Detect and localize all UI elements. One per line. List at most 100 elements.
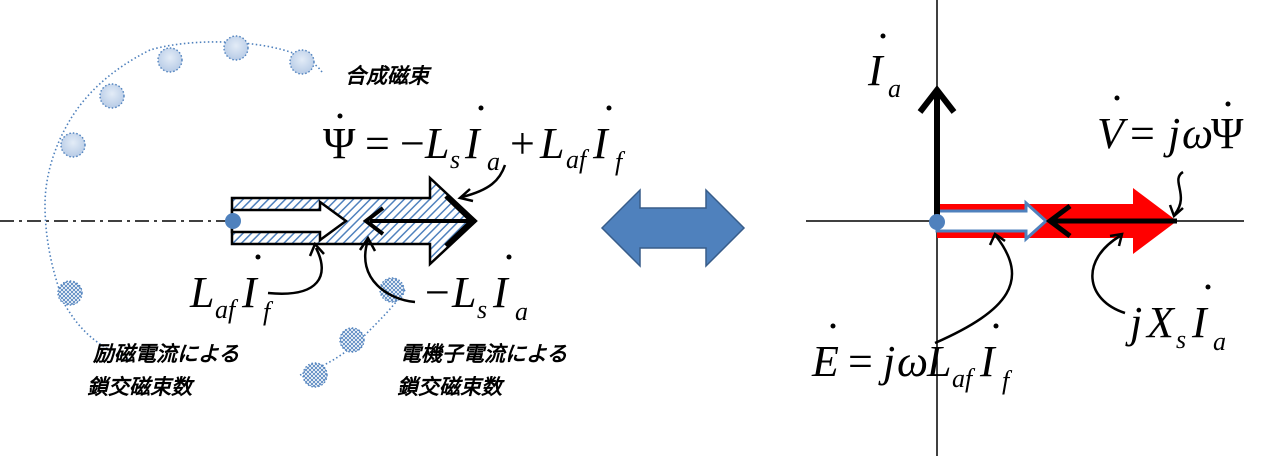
minus-sign: − xyxy=(425,268,450,317)
equivalence-double-arrow xyxy=(600,188,746,268)
callout-emf xyxy=(934,235,1014,345)
coil-conductor xyxy=(60,132,86,158)
imaginary-j: j xyxy=(878,337,895,386)
equals-sign: = xyxy=(848,337,873,386)
reactance-X: X xyxy=(1145,298,1176,347)
callout-psi xyxy=(461,164,507,199)
inductance-L: L xyxy=(424,119,449,168)
subscript-s: s xyxy=(1176,325,1186,354)
current-I: I xyxy=(592,119,610,168)
callout-reactance-head xyxy=(1109,232,1124,247)
inductance-L: L xyxy=(189,268,214,317)
omega: ω xyxy=(897,337,928,386)
left-panel: 合成磁束 Ψ = − L s I a + L af I f L af I f xyxy=(0,35,626,399)
current-I: I xyxy=(1191,298,1209,347)
emf-dot xyxy=(830,323,836,329)
field-flux-arrow xyxy=(230,199,349,243)
current-I: I xyxy=(241,268,259,317)
armature-current-label: I a xyxy=(867,33,901,103)
equals-sign: = xyxy=(365,119,390,168)
origin-dot xyxy=(225,213,241,229)
armature-flux-arrowhead xyxy=(362,206,385,236)
subscript-f: f xyxy=(1002,366,1013,395)
subscript-af: af xyxy=(952,364,976,393)
subscript-a: a xyxy=(487,147,500,176)
coil-conductor xyxy=(289,49,315,75)
callout-emf-head xyxy=(988,232,1006,246)
psi-symbol: Ψ xyxy=(1211,109,1244,158)
current-dot xyxy=(506,254,512,260)
current-dot xyxy=(1205,284,1211,290)
subscript-a: a xyxy=(1213,327,1226,356)
origin-dot xyxy=(929,214,945,230)
coil-conductors-top xyxy=(60,35,315,158)
callout-field xyxy=(267,247,323,295)
field-flux-label: L af I f xyxy=(189,254,274,326)
armature-flux-label: − L s I a xyxy=(425,254,528,326)
emf-equation: E = j ω L af I f xyxy=(811,323,1013,395)
coil-conductor xyxy=(157,47,183,73)
subscript-f: f xyxy=(263,297,274,326)
caption-field-line2: 鎖交磁束数 xyxy=(87,375,195,399)
current-dot xyxy=(880,33,886,39)
current-dot xyxy=(255,254,261,260)
callout-psi-head xyxy=(457,188,474,203)
minus-sign: − xyxy=(400,119,425,168)
subscript-s: s xyxy=(450,145,460,174)
current-I: I xyxy=(979,337,997,386)
psi-equation: Ψ = − L s I a + L af I f xyxy=(323,105,626,176)
reactance-drop-label: j X s I a xyxy=(1125,284,1226,356)
current-dot xyxy=(993,323,999,329)
callout-reactance xyxy=(1091,234,1126,315)
voltage-dot xyxy=(1114,95,1120,101)
subscript-af: af xyxy=(566,145,590,174)
coil-conductor xyxy=(223,35,249,61)
coil-conductor xyxy=(57,280,83,306)
voltage-V: V xyxy=(1097,109,1129,158)
right-panel: I a V = j ω Ψ E = j ω L af I f xyxy=(806,0,1244,456)
inductance-L: L xyxy=(451,268,476,317)
psi-symbol: Ψ xyxy=(323,119,356,168)
coil-conductor xyxy=(99,83,125,109)
coil-conductor xyxy=(302,362,328,388)
emf-E: E xyxy=(811,337,839,386)
psi-dot xyxy=(337,113,343,119)
callout-voltage-head xyxy=(1168,204,1184,219)
subscript-a: a xyxy=(515,297,528,326)
resultant-tip-overlay xyxy=(444,194,476,248)
voltage-equation: V = j ω Ψ xyxy=(1097,95,1244,158)
callout-armature-head xyxy=(358,235,377,252)
coil-conductor xyxy=(339,327,365,353)
subscript-af: af xyxy=(215,295,239,324)
resultant-flux-title: 合成磁束 xyxy=(345,64,432,88)
callout-voltage xyxy=(1173,170,1184,215)
subscript-s: s xyxy=(477,295,487,324)
current-I: I xyxy=(492,268,510,317)
emf-arrow xyxy=(935,199,1049,243)
caption-field-line1: 励磁電流による xyxy=(92,342,239,366)
omega: ω xyxy=(1182,109,1213,158)
caption-armature-line2: 鎖交磁束数 xyxy=(397,375,505,399)
imaginary-j: j xyxy=(1125,298,1142,347)
current-I: I xyxy=(464,119,482,168)
callout-field-head xyxy=(308,241,325,257)
plus-sign: + xyxy=(510,119,535,168)
caption-armature-line1: 電機子電流による xyxy=(400,342,567,366)
reactance-drop-arrowhead xyxy=(1045,204,1072,238)
imaginary-j: j xyxy=(1163,109,1180,158)
subscript-a: a xyxy=(888,74,901,103)
inductance-L: L xyxy=(539,119,564,168)
coil-conductor xyxy=(379,277,405,303)
callout-armature xyxy=(364,239,416,304)
psi-dot xyxy=(1225,101,1231,107)
inductance-L: L xyxy=(926,337,951,386)
subscript-f: f xyxy=(615,147,626,176)
current-dot xyxy=(606,105,612,111)
current-dot xyxy=(478,105,484,111)
coil-conductors-bottom xyxy=(57,277,405,388)
equals-sign: = xyxy=(1130,109,1155,158)
armature-current-arrowhead xyxy=(917,85,957,114)
current-I: I xyxy=(867,46,885,95)
